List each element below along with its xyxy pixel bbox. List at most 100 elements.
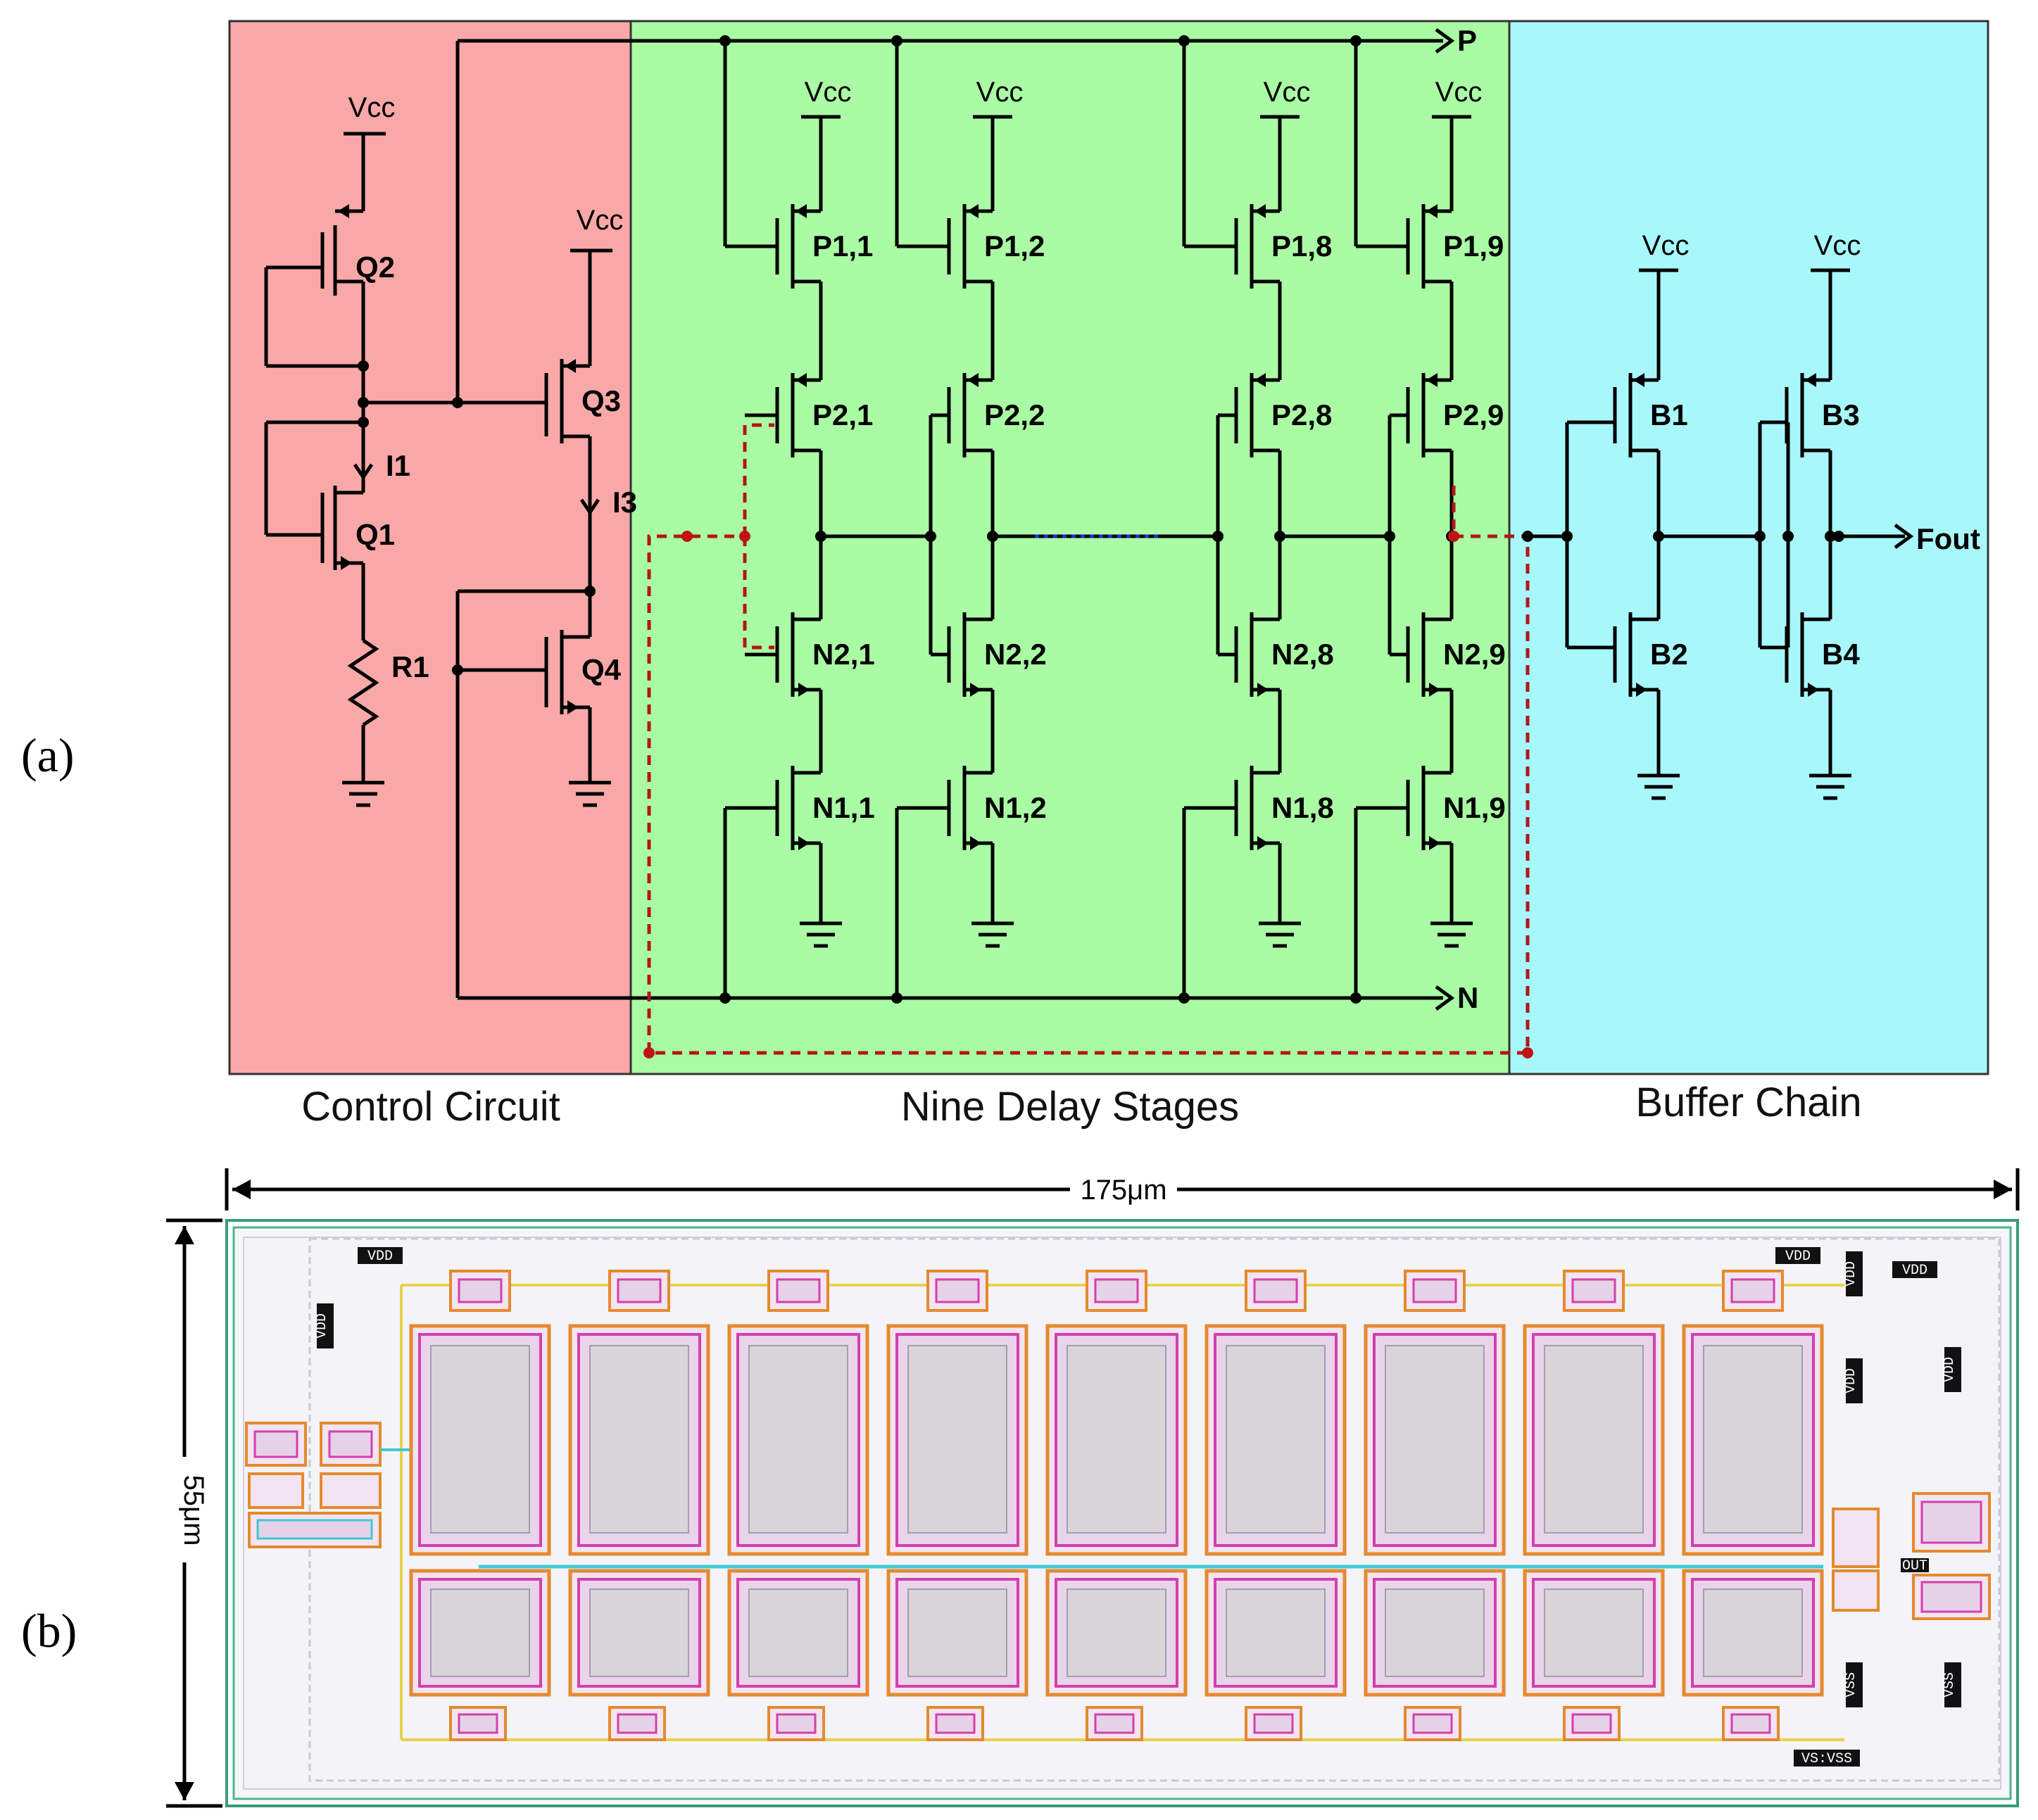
transistor-n2: N2,2: [947, 612, 1047, 697]
panel-b-label: (b): [21, 1604, 77, 1657]
transistor-p1: P1,2: [947, 204, 1045, 289]
vcc-label: Vcc: [1435, 77, 1483, 108]
svg-text:VDD: VDD: [1843, 1261, 1859, 1287]
transistor-n2: N2,9: [1406, 612, 1506, 697]
section-label-delay: Nine Delay Stages: [901, 1084, 1239, 1130]
transistor-n2-label: N2,8: [1271, 638, 1334, 671]
transistor-n1-label: N1,2: [984, 791, 1047, 824]
layout-stage-cell: [1682, 1270, 1824, 1741]
panel-a-label: (a): [21, 728, 74, 782]
svg-text:VSS: VSS: [1942, 1672, 1958, 1698]
delay-stages-region: [629, 20, 1511, 1075]
transistor-p2-label: P2,9: [1443, 398, 1504, 431]
transistor-p2-label: P2,1: [812, 398, 873, 431]
transistor-n2-label: N2,1: [812, 638, 875, 671]
transistor-n1: N1,9: [1406, 766, 1506, 850]
transistor-p1-label: P1,9: [1443, 229, 1504, 263]
q2-label: Q2: [356, 251, 395, 284]
height-label: 55μm: [178, 1475, 209, 1546]
q4-label: Q4: [581, 653, 622, 686]
transistor-b1: B1: [1613, 373, 1688, 457]
vdd-tag: VDD: [1843, 1251, 1863, 1296]
vss-combo-tag: VS:VSS: [1794, 1750, 1860, 1767]
transistor-p2-label: P2,8: [1271, 398, 1332, 431]
transistor-n1: N1,8: [1234, 766, 1334, 850]
vdd-tag: VDD: [1843, 1358, 1863, 1403]
control-circuit-region: [228, 20, 632, 1075]
r1-label: R1: [391, 650, 429, 683]
section-label-buffer: Buffer Chain: [1635, 1080, 1861, 1125]
section-label-control: Control Circuit: [301, 1084, 560, 1130]
q1-label: Q1: [356, 518, 395, 551]
width-dimension: 175μm: [225, 1168, 2020, 1211]
transistor-p2: P2,9: [1406, 373, 1504, 457]
layout-stage-cell: [1364, 1270, 1506, 1741]
vdd-tag: VDD: [1942, 1347, 1961, 1392]
layout-stage-cell: [1523, 1270, 1665, 1741]
rail-p-label: P: [1457, 24, 1477, 57]
layout-stage-cell: [409, 1270, 551, 1741]
svg-text:VDD: VDD: [1942, 1357, 1958, 1382]
svg-text:VSS: VSS: [1843, 1672, 1859, 1698]
transistor-b3: B3: [1785, 373, 1860, 457]
layout-stage-cells: [409, 1270, 1824, 1741]
vcc-label: Vcc: [1264, 77, 1311, 108]
feedback-loop: [643, 423, 1533, 1058]
layout-stage-cell: [727, 1270, 869, 1741]
layout-tags: VDD VDD VDD VDD VDD VDD VDD VSS VSS VS:V…: [314, 1247, 1961, 1767]
transistor-b4-label: B4: [1822, 638, 1860, 671]
i1-label: I1: [386, 449, 410, 482]
transistor-p2-label: P2,2: [984, 398, 1045, 431]
vcc-label: Vcc: [348, 92, 396, 123]
layout-stage-cell: [568, 1270, 710, 1741]
transistor-n1: N1,1: [775, 766, 875, 850]
svg-text:VDD: VDD: [314, 1313, 330, 1339]
svg-text:VDD: VDD: [1902, 1263, 1927, 1279]
vdd-tag: VDD: [358, 1247, 403, 1265]
transistor-p2: P2,1: [775, 373, 873, 457]
vcc-label: Vcc: [1814, 230, 1861, 261]
transistor-b1-label: B1: [1650, 398, 1688, 431]
transistor-n1-label: N1,9: [1443, 791, 1506, 824]
height-dimension: 55μm: [166, 1218, 222, 1808]
vcc-label: Vcc: [1642, 230, 1690, 261]
width-label: 175μm: [1080, 1175, 1166, 1206]
svg-text:OUT: OUT: [1902, 1558, 1927, 1574]
vcc-label: Vcc: [577, 205, 624, 236]
layout-stage-cell: [1045, 1270, 1188, 1741]
svg-text:VDD: VDD: [367, 1249, 393, 1265]
svg-text:VDD: VDD: [1843, 1368, 1859, 1394]
q3-label: Q3: [581, 384, 621, 417]
transistor-b2-label: B2: [1650, 638, 1688, 671]
rail-n-label: N: [1457, 981, 1478, 1014]
transistor-p1-label: P1,8: [1271, 229, 1332, 263]
svg-text:VS:VSS: VS:VSS: [1801, 1751, 1852, 1767]
transistor-p1-label: P1,2: [984, 229, 1045, 263]
svg-text:VDD: VDD: [1785, 1249, 1811, 1265]
i3-label: I3: [612, 486, 637, 519]
vdd-tag: VDD: [314, 1303, 334, 1348]
out-tag: OUT: [1901, 1558, 1929, 1574]
transistor-n2-label: N2,2: [984, 638, 1047, 671]
transistor-p1-label: P1,1: [812, 229, 873, 263]
transistor-p1: P1,9: [1406, 204, 1504, 289]
transistor-n2: N2,8: [1234, 612, 1334, 697]
vcc-label: Vcc: [805, 77, 852, 108]
transistor-b2: B2: [1613, 612, 1688, 697]
layout-stage-cell: [886, 1270, 1029, 1741]
buffer-chain-region: [1508, 20, 1989, 1075]
transistor-b3-label: B3: [1822, 398, 1860, 431]
delay-stages: VccP1,1P2,1N2,1N1,1VccP1,2P2,2N2,2N1,2Vc…: [719, 35, 1506, 1004]
layout-stage-cell: [1204, 1270, 1347, 1741]
transistor-n1-label: N1,1: [812, 791, 875, 824]
vcc-label: Vcc: [976, 77, 1024, 108]
transistor-p1: P1,1: [775, 204, 873, 289]
